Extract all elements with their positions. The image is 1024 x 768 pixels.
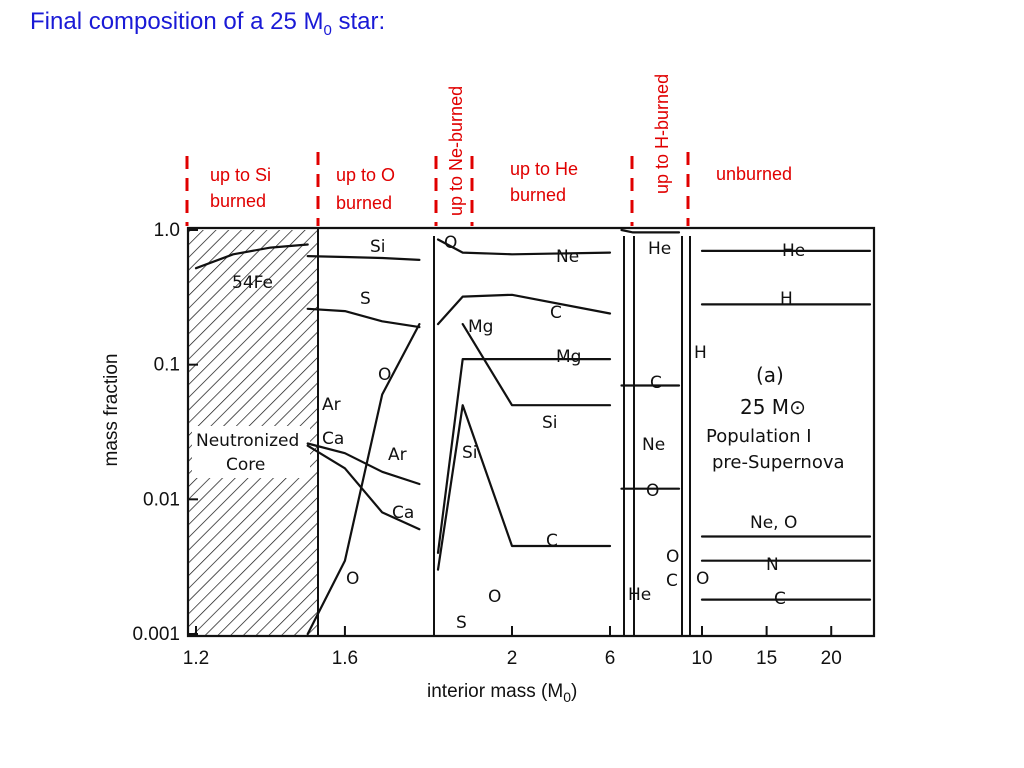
abundance-curve-6	[436, 238, 612, 256]
annotation-mass: 25 M⊙	[740, 395, 806, 419]
zone-label-si-line-2: burned	[210, 191, 266, 211]
species-label-13: O	[488, 587, 501, 607]
zone-separators	[185, 152, 690, 226]
species-label-6: Ar	[388, 445, 407, 465]
species-label-28: H	[780, 289, 793, 309]
zone-label-si-line-1: up to Si	[210, 165, 271, 185]
species-label-20: C	[650, 373, 662, 393]
species-label-3: O	[378, 365, 391, 385]
core-label-box	[192, 426, 310, 478]
species-label-2: S	[360, 289, 371, 309]
slide-title: Final composition of a 25 M0 star:	[30, 8, 385, 39]
abundance-curve-2	[306, 307, 421, 329]
species-label-17: Si	[542, 413, 558, 433]
species-label-14: Ne	[556, 247, 579, 267]
y-tick-label-2: 0.01	[143, 489, 180, 510]
annotation-a: (a)	[756, 363, 784, 387]
zone-label-he-line-2: burned	[510, 185, 566, 205]
species-label-22: O	[646, 481, 659, 501]
title-subscript: 0	[323, 21, 332, 39]
species-label-30: N	[766, 555, 779, 575]
x-tick-label-5: 15	[756, 648, 777, 669]
species-label-4: Ar	[322, 395, 341, 415]
x-tick-label-0: 1.2	[183, 648, 209, 669]
title-text: Final composition of a 25 M	[30, 8, 324, 35]
species-label-15: C	[550, 303, 562, 323]
x-tick-label-3: 6	[605, 648, 616, 669]
core-label-line-1: Neutronized	[196, 431, 299, 451]
species-label-23: O	[666, 547, 679, 567]
species-label-11: Si	[462, 443, 478, 463]
species-label-29: Ne, O	[750, 513, 797, 533]
abundance-curve-7	[436, 293, 612, 326]
species-label-10: Mg	[468, 317, 493, 337]
zone-label-unburned: unburned	[716, 164, 792, 184]
x-axis-label-close: )	[571, 681, 577, 702]
abundance-curve-0	[194, 243, 309, 270]
species-label-31: C	[774, 589, 786, 609]
annotation-pre-supernova: pre-Supernova	[712, 452, 845, 473]
species-label-21: Ne	[642, 435, 665, 455]
x-tick-label-1: 1.6	[332, 648, 358, 669]
species-label-27: He	[782, 241, 805, 261]
species-label-32: O	[696, 569, 709, 589]
y-tick-label-1: 0.1	[154, 355, 180, 376]
abundance-curve-9	[461, 323, 612, 407]
species-label-16: Mg	[556, 347, 581, 367]
zone-label-o-line-1: up to O	[336, 165, 395, 185]
y-axis-label: mass fraction	[101, 354, 122, 467]
species-label-9: O	[444, 233, 457, 253]
title-suffix: star:	[331, 8, 386, 35]
x-tick-label-4: 10	[691, 648, 712, 669]
x-axis-ticks: 1.2 1.6 2 6 10 15 20	[183, 626, 842, 669]
abundance-curves	[194, 228, 872, 636]
species-label-18: C	[546, 531, 558, 551]
species-label-8: O	[346, 569, 359, 589]
species-label-19: He	[648, 239, 671, 259]
abundance-curve-1	[306, 255, 421, 261]
zone-label-o-line-2: burned	[336, 193, 392, 213]
x-axis-label-subscript: 0	[563, 689, 571, 705]
zone-boundaries	[317, 228, 691, 636]
annotation-population: Population I	[706, 426, 812, 447]
abundance-curve-4	[306, 444, 421, 531]
y-tick-label-0: 1.0	[154, 220, 180, 241]
abundance-curve-8	[436, 358, 612, 554]
species-labels: 54FeSiSOArCaArCaOOMgSiSONeCMgSiCHeCNeOOC…	[232, 233, 805, 633]
abundance-curve-11	[620, 228, 681, 234]
zone-label-h: up to H-burned	[652, 74, 672, 194]
core-label-line-2: Core	[226, 455, 265, 475]
abundance-curve-3	[306, 442, 421, 486]
abundance-curve-5	[306, 323, 421, 636]
zone-label-he-line-1: up to He	[510, 159, 578, 179]
x-axis-label-text: interior mass (M	[427, 681, 563, 702]
x-tick-label-6: 20	[821, 648, 842, 669]
species-label-25: He	[628, 585, 651, 605]
y-tick-label-3: 0.001	[132, 624, 180, 645]
x-axis-label: interior mass (M0)	[427, 681, 577, 705]
species-label-12: S	[456, 613, 467, 633]
zone-label-ne: up to Ne-burned	[446, 86, 466, 216]
species-label-26: H	[694, 343, 707, 363]
abundance-curve-10	[436, 404, 612, 571]
species-label-1: Si	[370, 237, 386, 257]
species-label-24: C	[666, 571, 678, 591]
x-tick-label-2: 2	[507, 648, 518, 669]
species-label-5: Ca	[322, 429, 344, 449]
species-label-7: Ca	[392, 503, 414, 523]
species-label-0: 54Fe	[232, 273, 273, 293]
